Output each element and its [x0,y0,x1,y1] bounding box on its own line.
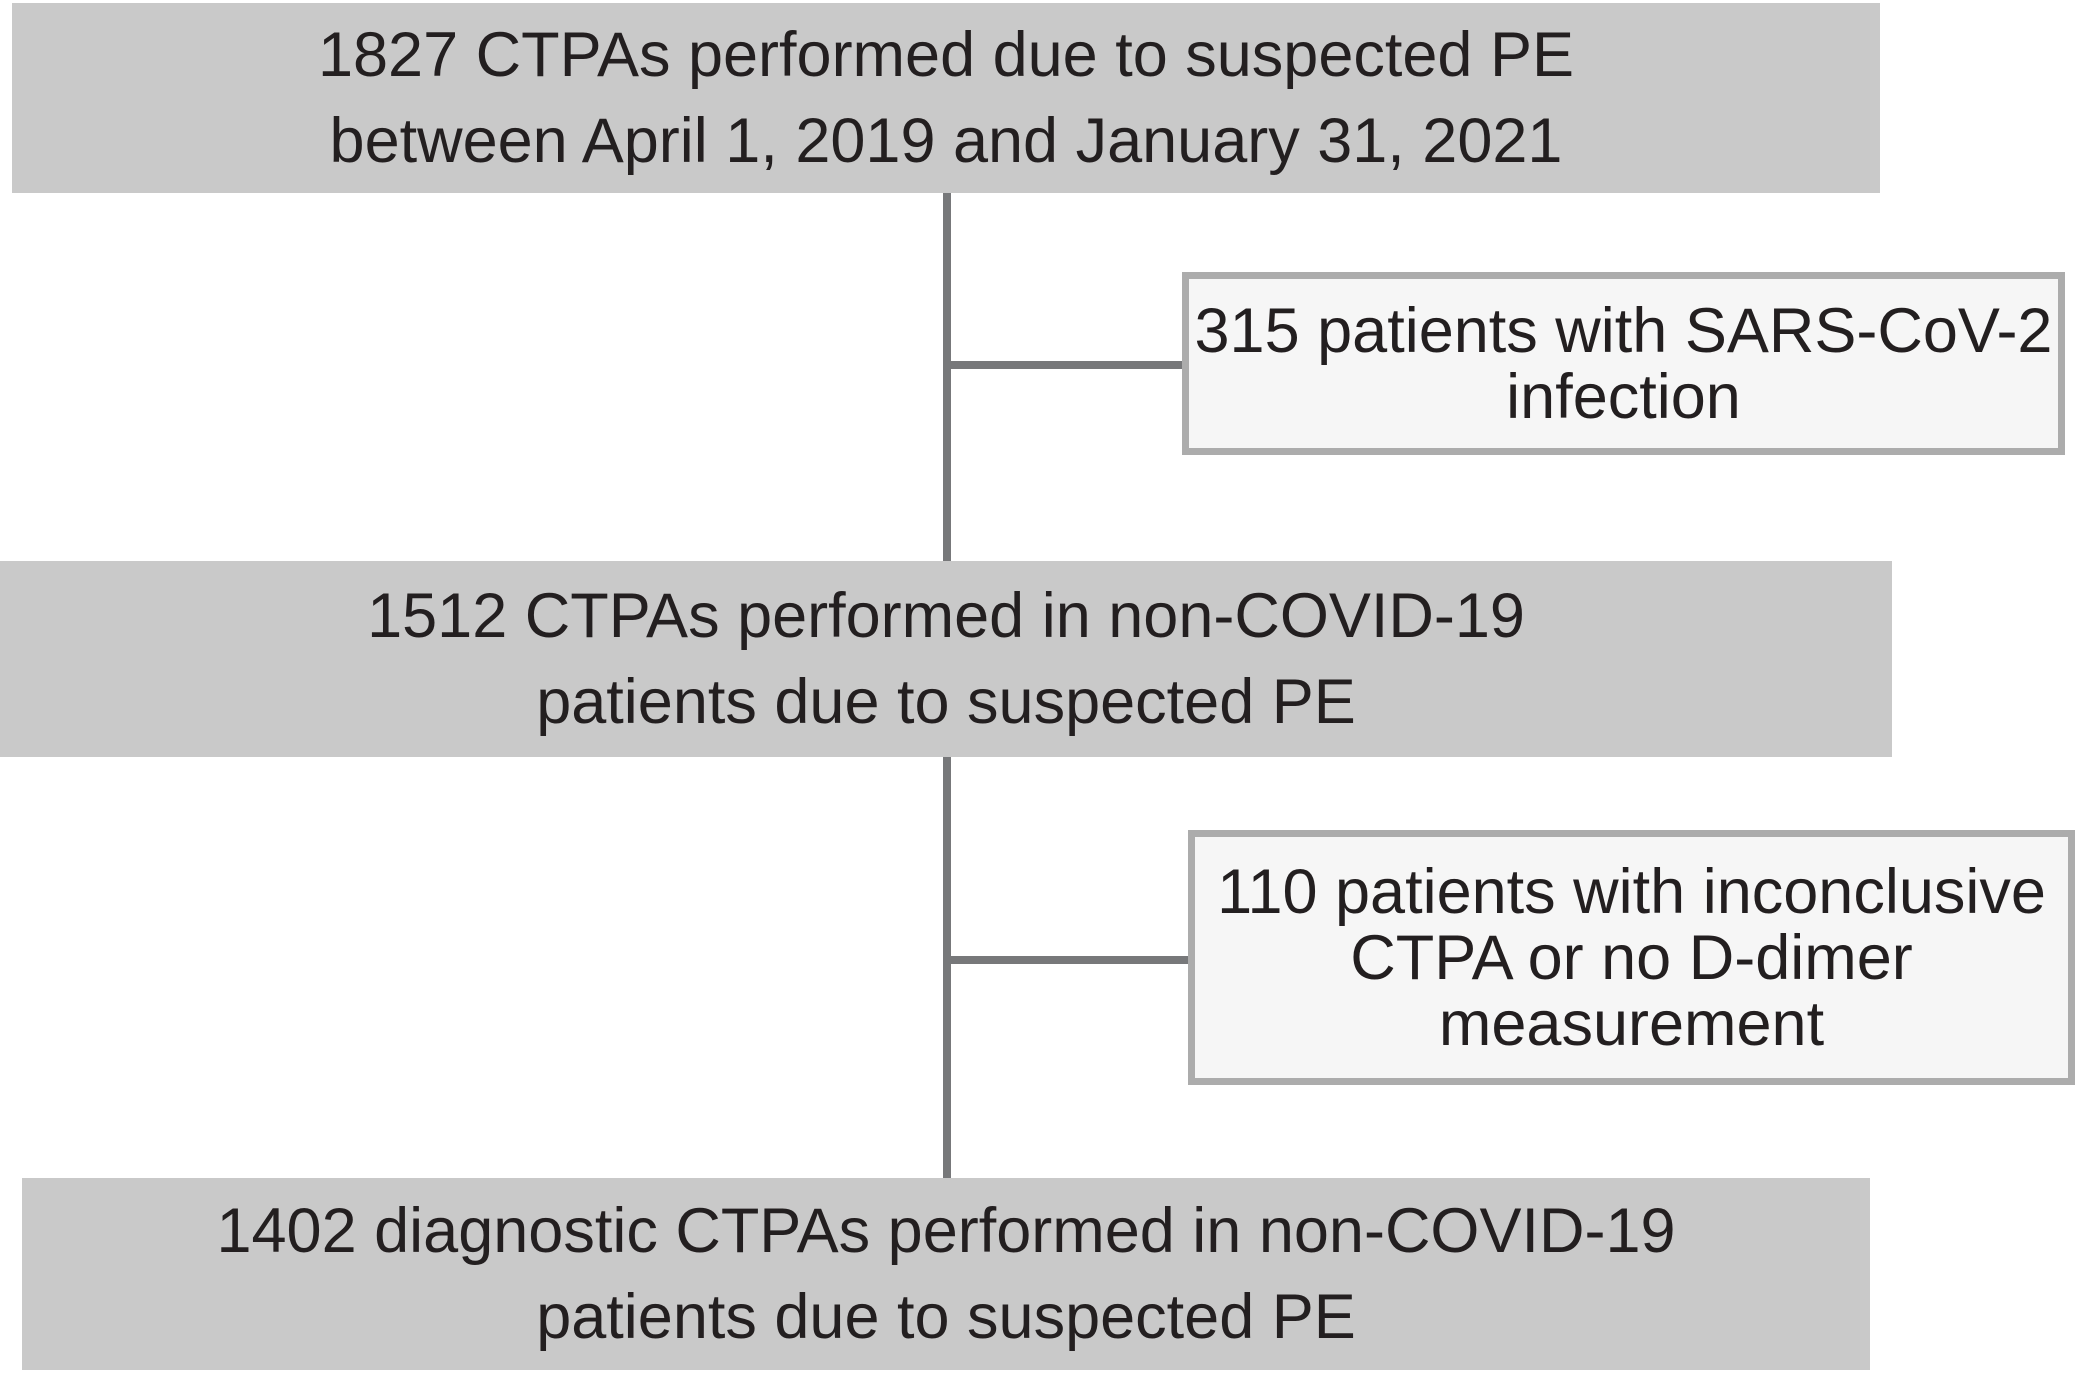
connector-branch-covid [947,361,1190,369]
box-final-ctpas: 1402 diagnostic CTPAs performed in non-C… [22,1178,1870,1370]
box-excluded-inconclusive-line-3: measurement [1438,988,1825,1059]
box-total-ctpas-line-1: 1827 CTPAs performed due to suspected PE [317,20,1575,90]
box-final-ctpas-line-1: 1402 diagnostic CTPAs performed in non-C… [216,1196,1676,1266]
box-total-ctpas: 1827 CTPAs performed due to suspected PE… [12,3,1880,193]
box-noncovid-ctpas-line-2: patients due to suspected PE [536,667,1356,737]
box-excluded-inconclusive: 110 patients with inconclusive CTPA or n… [1188,830,2075,1085]
box-excluded-covid-line-1: 315 patients with SARS-CoV-2 [1194,295,2053,366]
box-total-ctpas-line-2: between April 1, 2019 and January 31, 20… [329,106,1563,176]
box-excluded-covid: 315 patients with SARS-CoV-2 infection [1182,272,2065,455]
box-excluded-inconclusive-line-2: CTPA or no D-dimer [1350,922,1913,993]
connector-branch-inconclusive [947,956,1196,964]
connector-vertical-top [943,193,951,561]
box-excluded-inconclusive-line-1: 110 patients with inconclusive [1217,856,2046,927]
box-noncovid-ctpas-line-1: 1512 CTPAs performed in non-COVID-19 [367,581,1525,651]
box-excluded-covid-line-2: infection [1506,361,1741,432]
box-final-ctpas-line-2: patients due to suspected PE [536,1282,1356,1352]
connector-vertical-bottom [943,757,951,1178]
box-noncovid-ctpas: 1512 CTPAs performed in non-COVID-19 pat… [0,561,1892,757]
